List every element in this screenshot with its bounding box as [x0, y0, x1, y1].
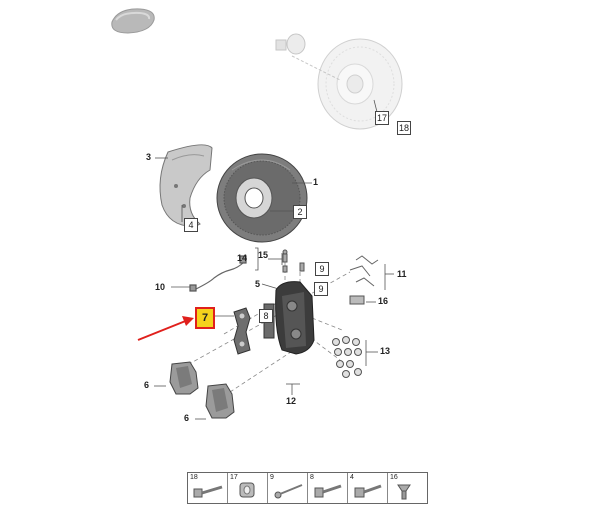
- wear-sensor-cable: [189, 255, 247, 292]
- callout-8: 8: [259, 309, 273, 323]
- strip-item-bolt[interactable]: 18: [188, 473, 228, 503]
- group-brackets: [255, 247, 259, 271]
- leader-lines: [154, 99, 394, 420]
- caliper-bracket: [233, 307, 251, 355]
- callout-3: 3: [146, 152, 152, 162]
- callout-4: 4: [184, 218, 198, 232]
- callout-16: 16: [378, 296, 389, 306]
- strip-item-sleeve[interactable]: 17: [228, 473, 268, 503]
- front-brake-disc: [216, 153, 308, 243]
- callout-18: 18: [397, 121, 411, 135]
- brake-pad-lower: [205, 383, 235, 419]
- callout-7-highlighted[interactable]: 7: [195, 307, 215, 329]
- brake-pad-upper: [169, 361, 199, 395]
- reference-pad-icon: [111, 8, 155, 34]
- retaining-springs: [349, 255, 379, 305]
- sleeve-icon: [239, 482, 255, 498]
- brake-caliper: [263, 281, 315, 355]
- callout-5: 5: [255, 279, 261, 289]
- callout-6-lower: 6: [184, 413, 190, 423]
- flange-bolt-icon: [354, 484, 382, 498]
- rear-brake-disc-ghost: [275, 33, 403, 130]
- screw-icon: [274, 484, 303, 499]
- callout-17: 17: [375, 111, 389, 125]
- strip-item-hex-bolt[interactable]: 8: [308, 473, 348, 503]
- small-bolts: [282, 249, 305, 273]
- callout-15: 15: [258, 250, 269, 260]
- callout-2: 2: [293, 205, 307, 219]
- callout-9-lower: 9: [314, 282, 328, 296]
- highlight-arrow: [137, 316, 194, 341]
- strip-item-screw[interactable]: 9: [268, 473, 308, 503]
- parts-strip: 18 17 9 8: [187, 472, 428, 504]
- callout-11: 11: [397, 269, 407, 279]
- callout-12: 12: [286, 396, 297, 406]
- countersunk-screw-icon: [397, 484, 411, 500]
- washer-set: [332, 336, 362, 378]
- callout-1: 1: [313, 177, 319, 187]
- bolt-icon: [193, 485, 223, 498]
- dust-shield: [159, 144, 213, 227]
- hex-bolt-icon: [314, 484, 342, 498]
- strip-item-flange-bolt[interactable]: 4: [348, 473, 388, 503]
- callout-9-upper: 9: [315, 262, 329, 276]
- callout-10: 10: [155, 282, 166, 292]
- strip-item-countersunk-screw[interactable]: 16: [388, 473, 427, 503]
- callout-6-upper: 6: [144, 380, 150, 390]
- callout-14: 14: [237, 253, 248, 263]
- callout-13: 13: [380, 346, 391, 356]
